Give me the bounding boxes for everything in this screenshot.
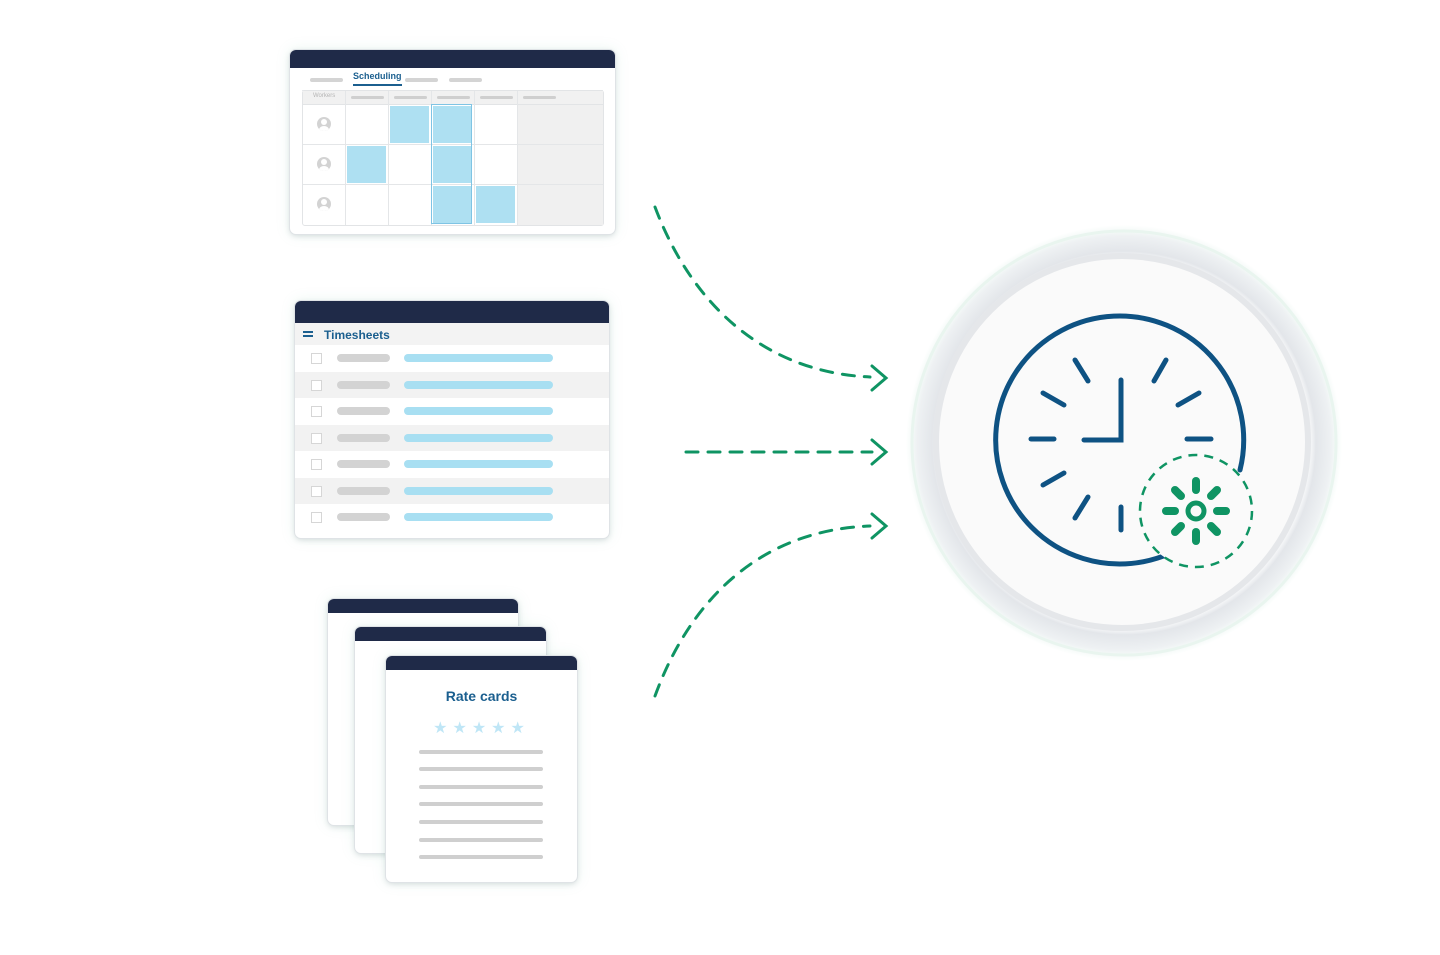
timesheet-row[interactable] — [295, 451, 609, 478]
arrow-bottom — [653, 512, 889, 698]
arrow-middle — [684, 438, 889, 466]
name-placeholder — [337, 486, 390, 495]
timesheets-title-bar: Timesheets — [295, 323, 609, 345]
timesheet-row[interactable] — [295, 477, 609, 504]
tab-placeholder[interactable] — [449, 78, 482, 82]
row-checkbox[interactable] — [311, 353, 322, 364]
hours-placeholder — [404, 380, 553, 389]
name-placeholder — [337, 433, 390, 442]
header-placeholder — [437, 96, 470, 99]
hours-placeholder — [404, 407, 553, 415]
timesheet-row[interactable] — [295, 398, 609, 425]
scheduling-header-bar — [290, 50, 615, 68]
hours-placeholder — [404, 513, 553, 521]
arrow-top — [653, 205, 889, 392]
clock-badge — [906, 225, 1342, 661]
row-checkbox[interactable] — [311, 379, 322, 391]
star-rating-icon: ★★★★★ — [433, 720, 530, 737]
rate-card-header-bar — [355, 627, 546, 641]
hours-placeholder — [404, 486, 553, 495]
text-line-placeholder — [419, 838, 543, 842]
name-placeholder — [337, 380, 390, 389]
timesheets-title: Timesheets — [324, 328, 390, 342]
row-checkbox[interactable] — [311, 459, 322, 470]
schedule-grid: Workers — [302, 90, 604, 226]
highlighted-day-column — [431, 104, 472, 224]
worker-avatar — [317, 157, 331, 171]
row-checkbox[interactable] — [311, 406, 322, 417]
clock-icon — [993, 313, 1247, 567]
shift-cell[interactable] — [433, 106, 472, 143]
tab-placeholder[interactable] — [405, 78, 438, 82]
name-placeholder — [337, 354, 390, 362]
name-placeholder — [337, 407, 390, 415]
scheduling-card: Scheduling Workers — [290, 50, 615, 234]
rate-card-header-bar — [386, 656, 577, 670]
hours-placeholder — [404, 433, 553, 442]
text-line-placeholder — [419, 785, 543, 789]
worker-avatar — [317, 197, 331, 211]
rate-card-front: Rate cards ★★★★★ — [386, 656, 577, 882]
text-line-placeholder — [419, 820, 543, 824]
text-line-placeholder — [419, 855, 543, 859]
shift-cell[interactable] — [347, 146, 386, 183]
timesheets-card: Timesheets — [295, 301, 609, 538]
hours-placeholder — [404, 460, 553, 468]
timesheets-header-bar — [295, 301, 609, 323]
shift-cell[interactable] — [433, 146, 472, 183]
name-placeholder — [337, 513, 390, 521]
row-checkbox[interactable] — [311, 512, 322, 523]
tab-placeholder[interactable] — [310, 78, 343, 82]
timesheet-row[interactable] — [295, 345, 609, 372]
schedule-empty-column — [518, 105, 603, 225]
rate-card-header-bar — [328, 599, 518, 613]
shift-cell[interactable] — [476, 186, 515, 223]
hours-placeholder — [404, 354, 553, 362]
header-placeholder — [480, 96, 513, 99]
shift-cell[interactable] — [390, 106, 429, 143]
hamburger-icon[interactable] — [303, 331, 313, 337]
name-placeholder — [337, 460, 390, 468]
row-checkbox[interactable] — [311, 485, 322, 497]
header-placeholder — [523, 96, 556, 99]
text-line-placeholder — [419, 750, 543, 754]
tab-scheduling[interactable]: Scheduling — [353, 71, 402, 86]
workers-column-header: Workers — [313, 93, 336, 99]
timesheet-row[interactable] — [295, 504, 609, 531]
header-placeholder — [394, 96, 427, 99]
text-line-placeholder — [419, 767, 543, 771]
rate-cards-title: Rate cards — [445, 688, 518, 704]
gear-icon — [1138, 453, 1254, 569]
timesheet-row[interactable] — [295, 371, 609, 398]
header-placeholder — [351, 96, 384, 99]
shift-cell[interactable] — [433, 186, 472, 223]
text-line-placeholder — [419, 802, 543, 806]
row-checkbox[interactable] — [311, 432, 322, 444]
timesheet-row[interactable] — [295, 424, 609, 451]
worker-avatar — [317, 117, 331, 131]
